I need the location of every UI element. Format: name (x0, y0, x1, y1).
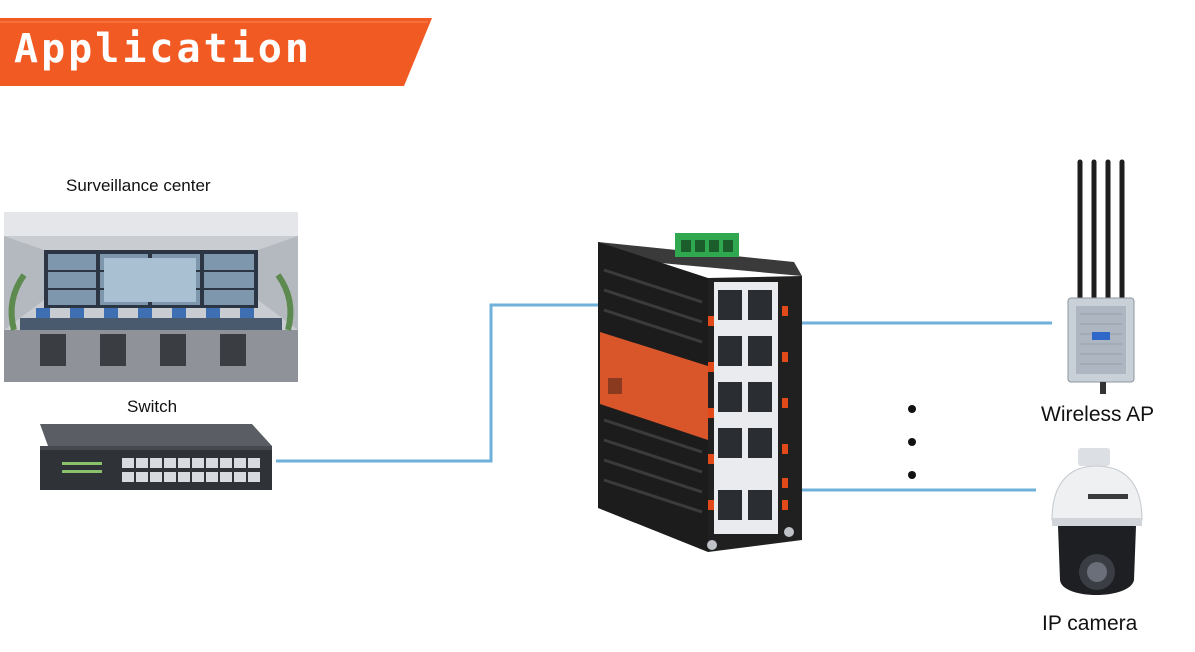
title-banner (0, 18, 432, 86)
wireless-ap-label: Wireless AP (1041, 403, 1155, 426)
industrial-switch-image (598, 233, 802, 552)
link-switch-to-industrial (276, 303, 612, 463)
ellipsis-dots (908, 405, 916, 479)
surveillance-center-image (4, 212, 298, 382)
connection-lines (276, 303, 1052, 492)
switch-image (40, 424, 272, 490)
page-title: Application (14, 26, 312, 72)
surveillance-center-label: Surveillance center (66, 176, 211, 195)
ip-camera-image (1051, 448, 1143, 595)
switch-label: Switch (127, 397, 178, 416)
ip-camera-label: IP camera (1042, 612, 1138, 635)
wireless-ap-image (1067, 159, 1135, 394)
